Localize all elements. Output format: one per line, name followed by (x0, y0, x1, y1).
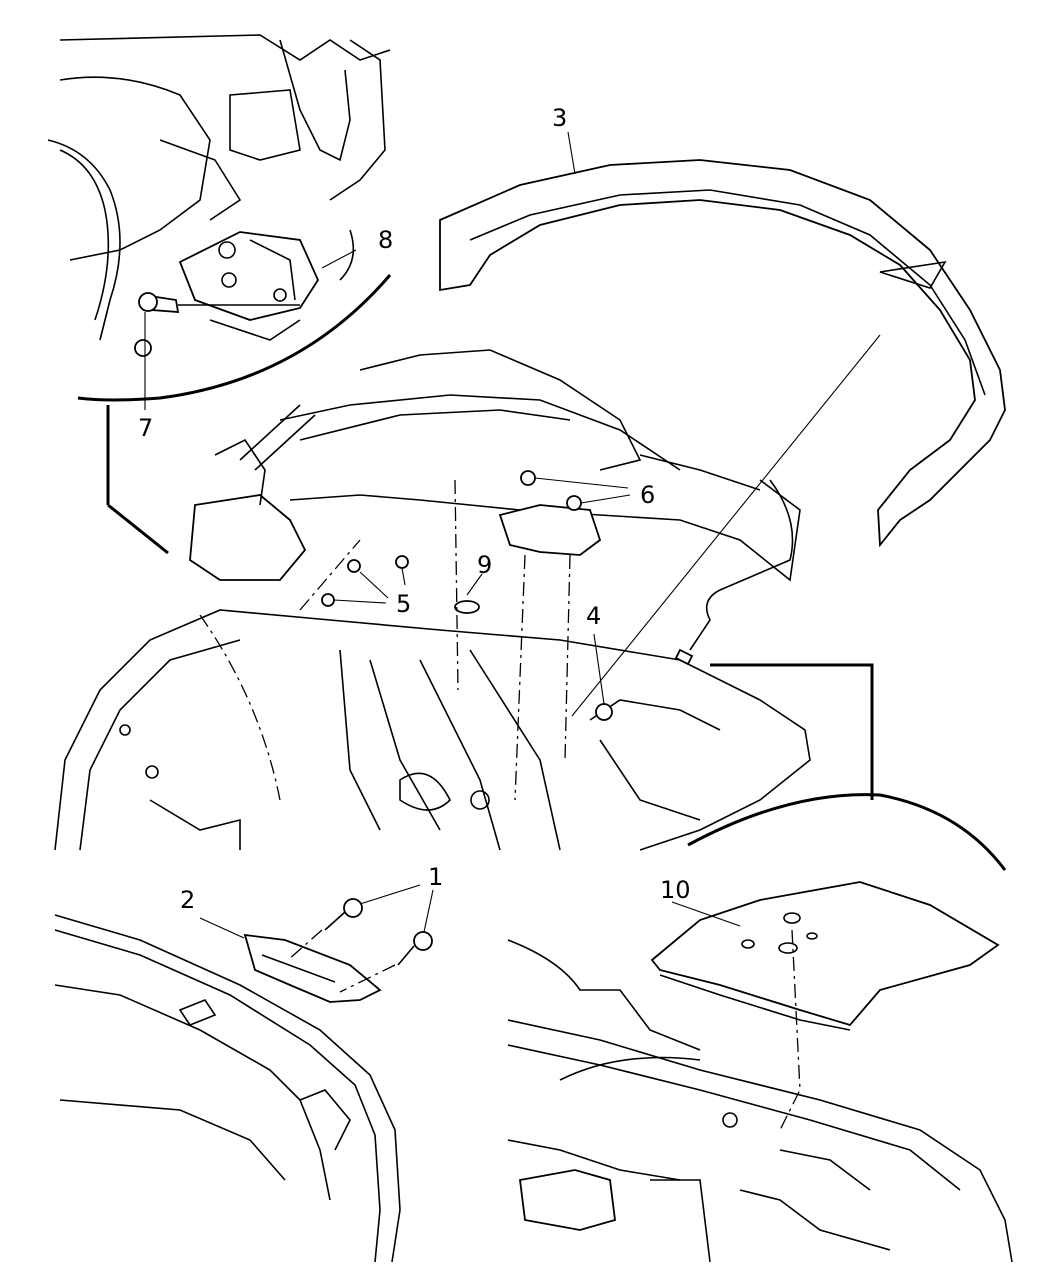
callout-8: 8 (378, 226, 393, 254)
inset-striker (54, 884, 434, 1263)
callout-3: 3 (552, 104, 567, 132)
bolt-part-1b (413, 931, 433, 951)
callout-2: 2 (180, 886, 195, 914)
callout-10: 10 (660, 876, 691, 904)
callout-5: 5 (396, 590, 411, 618)
callout-4: 4 (586, 602, 601, 630)
inset-connector-line (710, 663, 874, 800)
bolt-part-7 (138, 292, 158, 312)
callout-9: 9 (477, 551, 492, 579)
callout-6: 6 (640, 481, 655, 509)
bolt-part-1a (343, 898, 363, 918)
striker-part-2 (243, 933, 382, 1003)
pump-part-6 (498, 504, 602, 556)
hinge-bracket-part-8 (178, 231, 320, 321)
inset-boot-cover (507, 793, 1013, 1263)
callouts: 1 2 3 4 5 6 7 8 9 10 (138, 104, 691, 914)
boot-cover-part-10 (650, 881, 1000, 1027)
inset-hinge-mount (47, 34, 392, 555)
callout-7: 7 (138, 414, 153, 442)
callout-1: 1 (428, 863, 443, 891)
top-frame-part-3 (439, 159, 1006, 548)
inset-border-arc-right (687, 793, 1007, 871)
connector-part-4 (595, 703, 613, 721)
main-assembly (54, 131, 1006, 851)
inset-border-arc (77, 274, 392, 402)
grommet-part-9 (454, 600, 480, 614)
